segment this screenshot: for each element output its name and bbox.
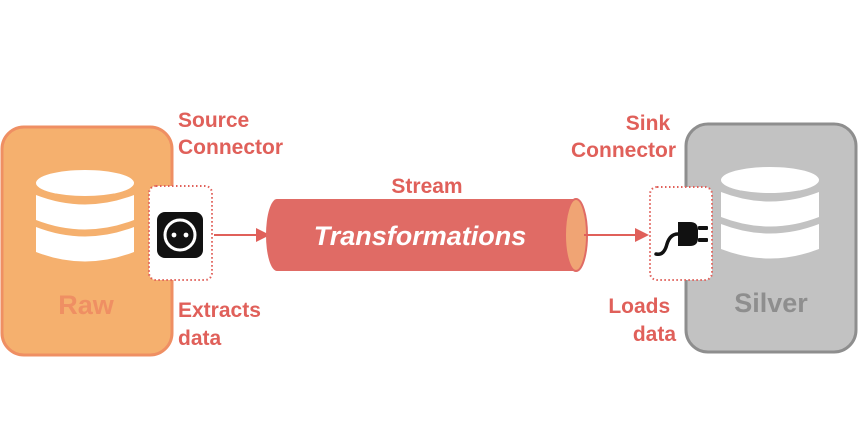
stream: Stream Transformations <box>266 175 588 272</box>
power-socket-icon <box>157 212 203 258</box>
stream-title: Stream <box>391 175 462 198</box>
source-connector: Source Connector Extracts data <box>148 109 283 350</box>
stream-pipe <box>266 199 587 271</box>
silver-store-label: Silver <box>734 288 808 318</box>
arrow-into-stream <box>214 228 270 242</box>
database-icon <box>36 170 134 262</box>
database-icon <box>721 167 819 259</box>
source-connector-caption: Extracts data <box>178 299 267 350</box>
stream-label: Transformations <box>314 221 527 251</box>
raw-store-label: Raw <box>58 290 115 320</box>
arrow-out-of-stream <box>584 228 649 242</box>
power-plug-icon <box>654 222 708 257</box>
source-connector-title: Source Connector <box>178 109 283 159</box>
sink-connector-caption: Loads data <box>608 295 676 346</box>
sink-connector-title: Sink Connector <box>571 112 676 162</box>
stream-pipe-end <box>564 198 588 272</box>
sink-connector: Sink Connector Loads data <box>571 112 713 346</box>
raw-store: Raw <box>0 125 174 357</box>
